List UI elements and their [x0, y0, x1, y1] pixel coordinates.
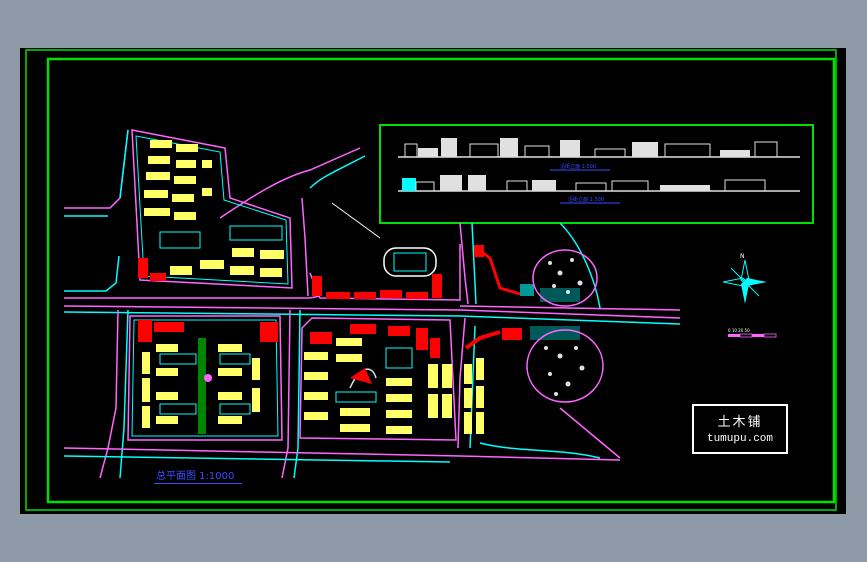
- inner-border-frame: [46, 57, 836, 504]
- block-north-west: [131, 129, 293, 289]
- outer-border-frame: [25, 49, 837, 511]
- block-north-east: [474, 245, 598, 307]
- sports-field: [383, 247, 437, 277]
- elevation-caption-1: 沿街立面 1:500: [560, 163, 596, 170]
- watermark-url: tumupu.com: [706, 433, 773, 445]
- elevation-caption-2: 沿街立面 1:500: [568, 196, 604, 203]
- watermark-name: 土木铺: [717, 415, 763, 430]
- north-park: [532, 249, 598, 307]
- block-south-east: [464, 326, 604, 434]
- south-park: [526, 329, 604, 403]
- block-south-central: [299, 317, 457, 441]
- block-north-central: [309, 202, 461, 301]
- block-south-west: [127, 315, 283, 441]
- plan-title: 总平面图 1:1000: [154, 467, 243, 484]
- elevation-frame: [379, 124, 814, 224]
- cad-model-viewport[interactable]: 沿街立面 1:500 沿街立面 1:500: [20, 48, 846, 514]
- elevation-panel: 沿街立面 1:500 沿街立面 1:500: [379, 124, 814, 224]
- svg-text:N: N: [740, 253, 745, 260]
- scale-bar: 0 10 20 50: [728, 328, 777, 338]
- scale-bar-label: 0 10 20 50: [728, 328, 750, 333]
- north-arrow-icon: N: [722, 253, 767, 304]
- site-plan-drawing: 沿街立面 1:500 沿街立面 1:500: [25, 49, 837, 511]
- watermark-box: 土木铺 tumupu.com: [692, 404, 788, 454]
- road-network: [63, 129, 681, 479]
